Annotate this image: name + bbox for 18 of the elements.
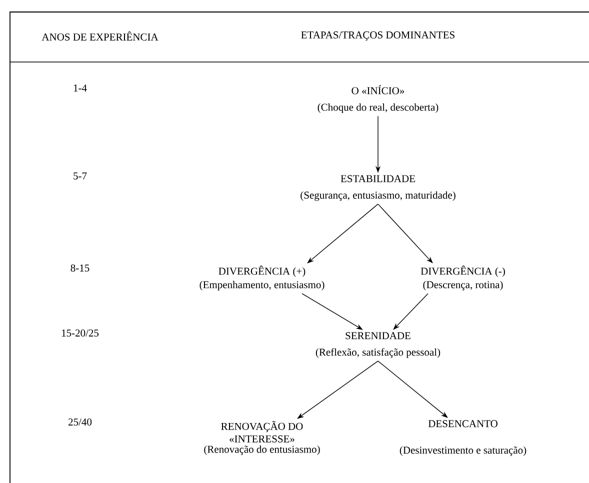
arrow: [393, 293, 428, 330]
years-label: 25/40: [68, 418, 92, 426]
stage-text: O «INÍCIO» (Choque do real, descoberta): [318, 85, 438, 113]
arrow: [378, 204, 433, 264]
years-label: 1-4: [74, 84, 87, 92]
stage-text: RENOVAÇÃO DO «INTERESSE» (Renovação do entusiasmo): [204, 421, 320, 455]
column-header: ETAPAS/TRAÇOS DOMINANTES: [301, 31, 454, 41]
stage-text: DIVERGÊNCIA (-) (Descrença, rotina): [420, 266, 505, 290]
column-header: ANOS DE EXPERIÊNCIA: [42, 31, 158, 41]
years-label: 5-7: [74, 172, 87, 180]
stage-text: DIVERGÊNCIA (+) (Empenhamento, entusiasmo): [200, 266, 324, 290]
years-label: 15-20/25: [62, 329, 99, 337]
stage-text: DESENCANTO (Desinvestimento e saturação): [400, 420, 526, 456]
arrow: [307, 204, 378, 264]
arrow: [378, 360, 448, 418]
stage-text: ESTABILIDADE (Segurança, entusiasmo, maturidade): [300, 175, 456, 201]
years-label: 8-15: [70, 264, 90, 272]
stage-text: SERENIDADE (Reflexão, satisfação pessoal): [316, 332, 440, 358]
